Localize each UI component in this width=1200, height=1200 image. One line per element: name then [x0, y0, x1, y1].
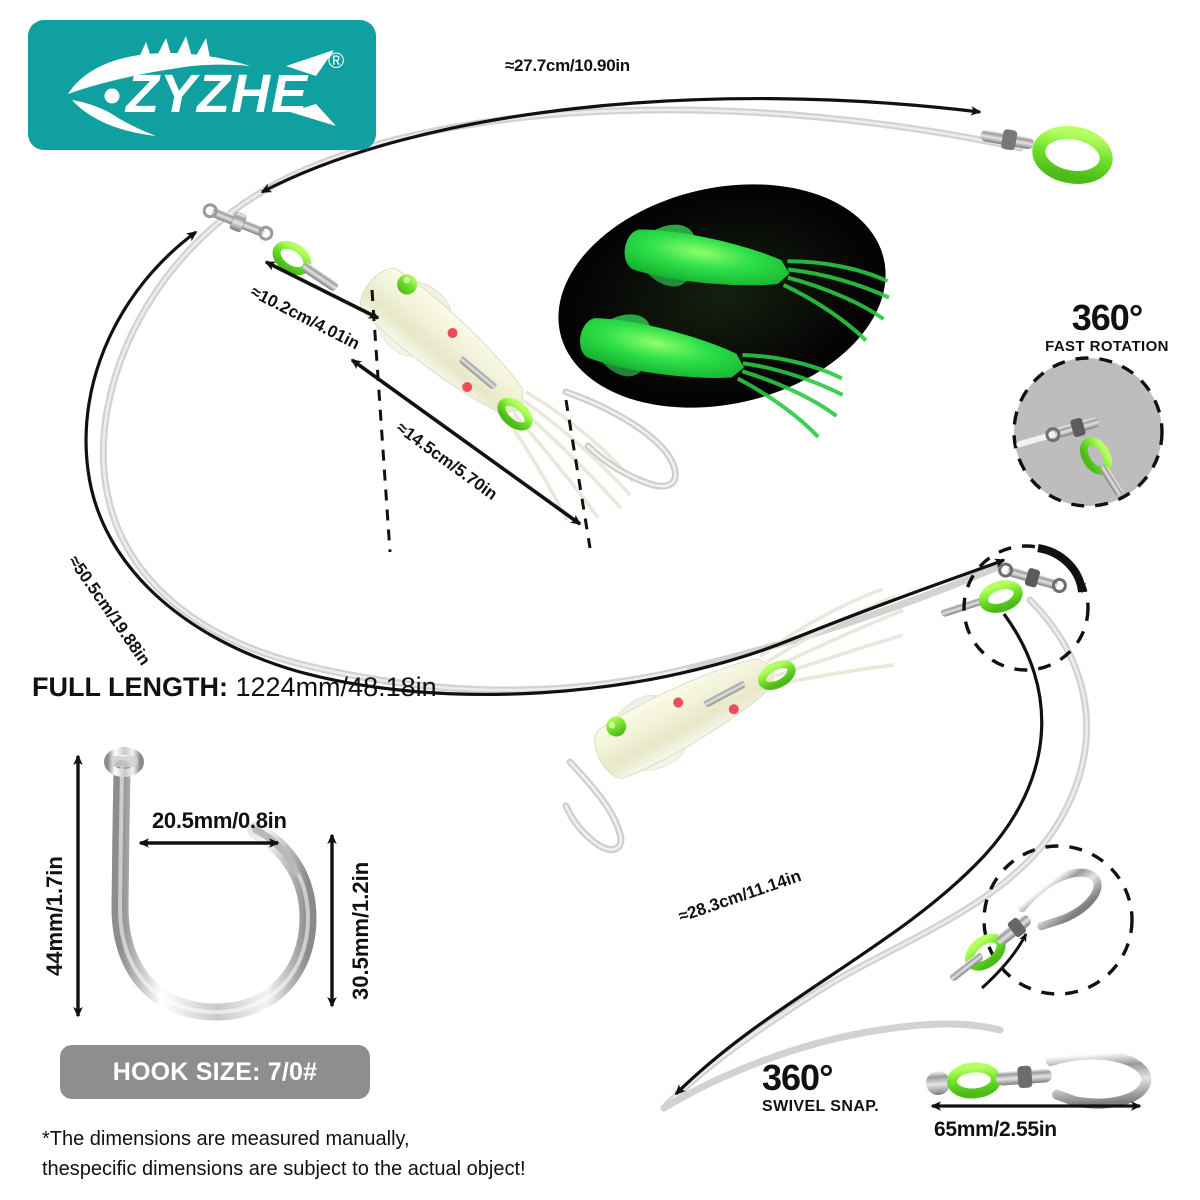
hook-detail-diagram [73, 747, 337, 1021]
brand-logo: ZYZHE ® [28, 20, 376, 150]
label-hook-height: 44mm/1.7in [42, 856, 67, 976]
swivel-snap-badge: 360° SWIVEL SNAP. [762, 1060, 922, 1116]
dimension-arrows [84, 97, 1142, 1111]
hook-size-text: HOOK SIZE: 7/0# [112, 1057, 318, 1086]
label-hook-gap: 30.5mm/1.2in [348, 861, 373, 1000]
snap-swivel-detail [949, 844, 1134, 996]
hook-size-badge: HOOK SIZE: 7/0# [60, 1045, 370, 1099]
disclaimer-line-2: thespecific dimensions are subject to th… [42, 1158, 526, 1180]
rotation-degrees: 360° [1071, 297, 1143, 338]
disclaimer-line-1: *The dimensions are measured manually, [42, 1128, 410, 1150]
snap-caption: SWIVEL SNAP. [762, 1098, 880, 1115]
leader-line-lower [660, 562, 1091, 1112]
fast-rotation-badge: 360° FAST ROTATION [1032, 297, 1182, 356]
full-length-label: FULL LENGTH: [32, 672, 228, 702]
full-length-row: FULL LENGTH: 1224mm/48.18in [32, 672, 437, 703]
snap-degrees: 360° [762, 1057, 833, 1098]
fish-icon: ZYZHE ® [68, 36, 344, 136]
label-snap-length: 65mm/2.55in [934, 1118, 1057, 1141]
label-leader-top: ≈27.7cm/10.90in [505, 56, 630, 75]
full-length-value: 1224mm/48.18in [235, 672, 437, 702]
trademark-symbol: ® [328, 48, 344, 73]
label-hook-width: 20.5mm/0.8in [152, 808, 287, 833]
terminal-loop-upper-right [980, 126, 1113, 184]
fast-rotation-detail [1012, 356, 1164, 508]
barrel-swivel-upper [202, 203, 339, 291]
hook-upper [562, 388, 679, 490]
barrel-swivel-middle [940, 544, 1090, 672]
rotation-caption: FAST ROTATION [1045, 338, 1169, 355]
hook-lower [562, 758, 625, 853]
brand-wordmark: ZYZHE [124, 64, 309, 124]
squid-lure-lower [594, 587, 904, 779]
disclaimer-note: *The dimensions are measured manually, t… [42, 1124, 602, 1184]
